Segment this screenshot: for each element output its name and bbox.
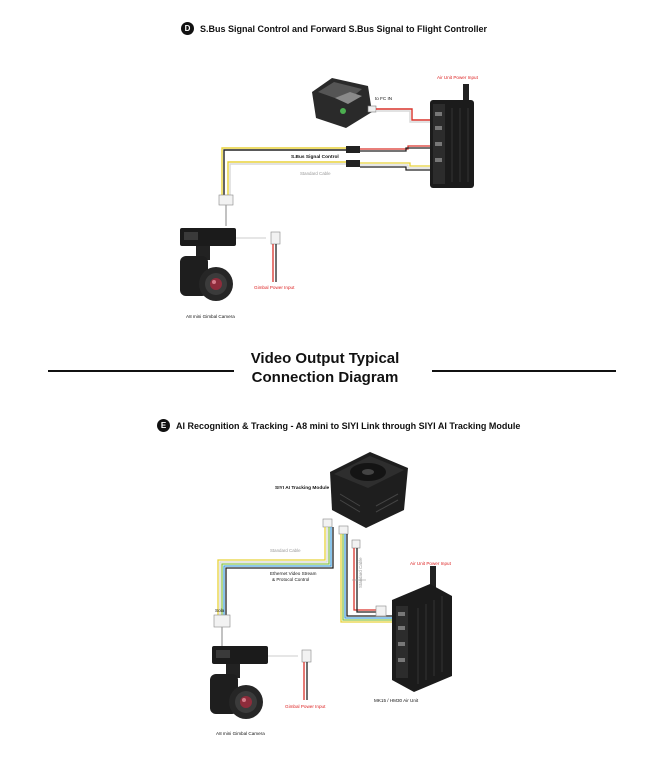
ai-gimbal-power-connector: [301, 649, 312, 663]
sbus-connector-1: [346, 146, 360, 153]
label-air-unit-power-e: Air Unit Power Input: [410, 561, 452, 566]
label-standard-cable-d: Standard Cable: [300, 171, 331, 176]
label-air-unit-e: MK15 / HM30 Air Unit: [374, 698, 419, 703]
section-e-title: AI Recognition & Tracking - A8 mini to S…: [176, 420, 521, 431]
label-cable-tag: Sola: [215, 608, 225, 613]
label-sbus-control: S.Bus Signal Control: [291, 154, 339, 160]
ai-tracking-module-device: [330, 452, 408, 528]
sbus-air-unit-device: [430, 84, 474, 188]
section-d-title: S.Bus Signal Control and Forward S.Bus S…: [200, 23, 488, 34]
title-rule-right: [432, 370, 616, 372]
label-gimbal-power-e: Gimbal Power Input: [285, 704, 326, 709]
label-ethernet-line-2: & Protocol Control: [272, 577, 309, 582]
label-gimbal-power-d: Gimbal Power Input: [254, 285, 295, 290]
sbus-gimbal-camera: [180, 228, 236, 301]
label-tracking-module: SIYI AI Tracking Module: [275, 485, 330, 491]
label-ethernet-line-1: Ethernet Video Stream: [270, 571, 317, 576]
ai-air-unit-device: [392, 566, 452, 692]
label-camera-d: A8 mini Gimbal Camera: [186, 314, 235, 319]
label-camera-e: A8 mini Gimbal Camera: [216, 731, 265, 736]
label-standard-cable-e: Standard Cable: [270, 548, 301, 553]
label-standard-cable-vertical: Standard Cable: [358, 557, 363, 588]
label-to-fc: to FC IN: [375, 96, 392, 101]
title-line-1: Video Output Typical: [250, 350, 400, 367]
label-air-unit-power-d: Air Unit Power Input: [437, 75, 479, 80]
ai-gimbal-camera: [210, 646, 268, 719]
section-e-heading: E AI Recognition & Tracking - A8 mini to…: [157, 419, 520, 432]
sbus-connector-2: [346, 160, 360, 167]
sbus-connection-diagram: Air Unit Power Input to FC IN S.Bus Sign…: [180, 75, 479, 319]
section-d-heading: D S.Bus Signal Control and Forward S.Bus…: [181, 22, 487, 35]
title-rule-left: [48, 370, 234, 372]
title-line-2: Connection Diagram: [251, 369, 399, 386]
section-d-badge: D: [181, 22, 194, 35]
section-e-badge: E: [157, 419, 170, 432]
sbus-receiver-device: [312, 78, 377, 128]
